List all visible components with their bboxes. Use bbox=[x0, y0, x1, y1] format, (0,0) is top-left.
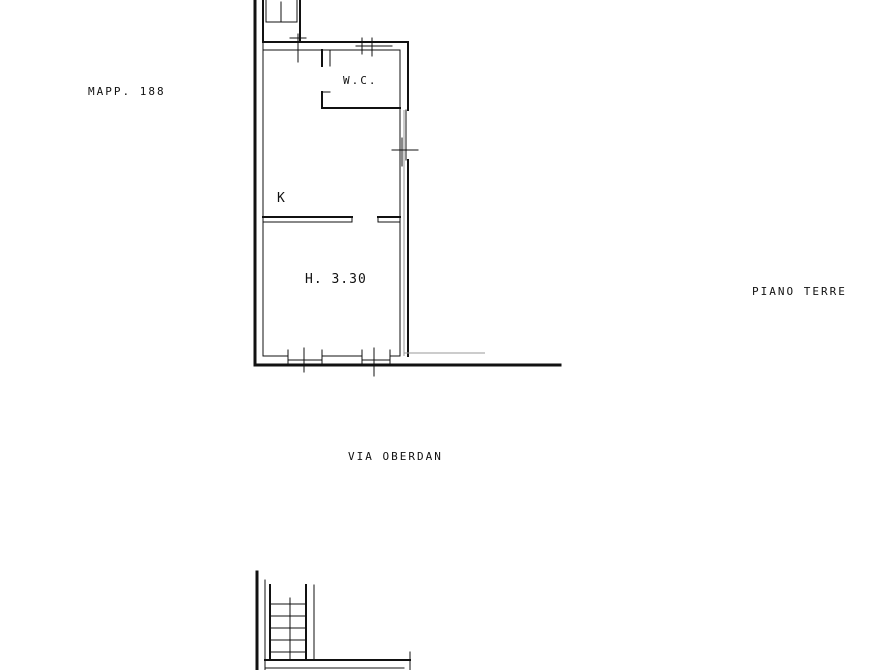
wc-partition bbox=[321, 49, 401, 109]
lower-unit-walls bbox=[255, 570, 411, 670]
room-height-label: H. 3.30 bbox=[305, 272, 367, 287]
mapp-label: MAPP. 188 bbox=[88, 85, 166, 98]
kitchen-label: K bbox=[277, 191, 286, 206]
floor-label: PIANO TERRE bbox=[752, 285, 847, 298]
street-label: VIA OBERDAN bbox=[348, 450, 443, 463]
window-marks bbox=[287, 33, 419, 377]
upper-unit-walls bbox=[253, 0, 562, 367]
wc-label: W.C. bbox=[343, 74, 378, 87]
middle-partition bbox=[262, 216, 401, 223]
